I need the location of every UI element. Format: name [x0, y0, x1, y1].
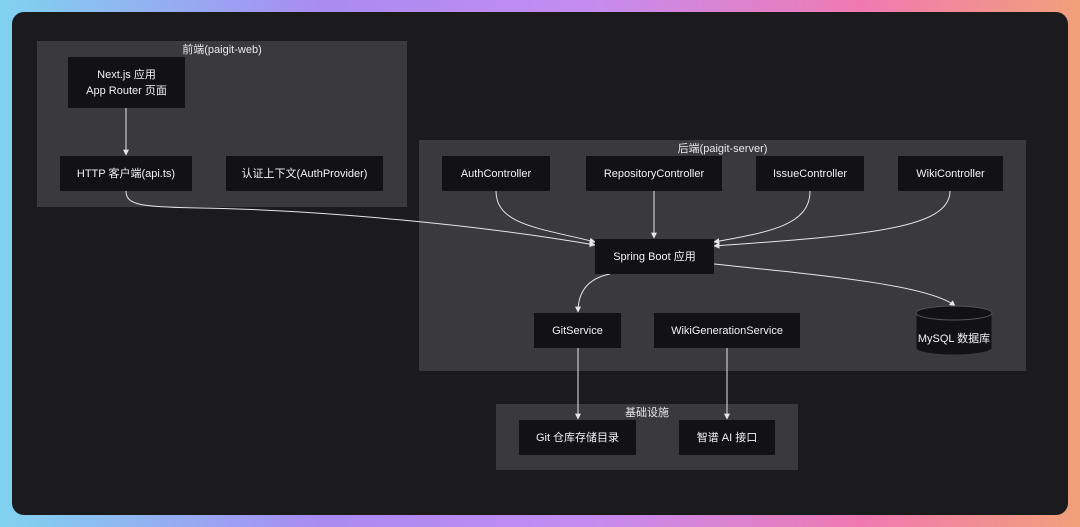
node-zhipu-ai-api: 智谱 AI 接口	[679, 420, 775, 455]
node-wiki-controller: WikiController	[898, 156, 1003, 191]
node-issue-controller: IssueController	[756, 156, 864, 191]
node-spring-boot-app: Spring Boot 应用	[595, 239, 714, 274]
node-nextjs-app: Next.js 应用 App Router 页面	[68, 57, 185, 108]
group-infra-title: 基础设施	[625, 407, 669, 419]
node-http-client: HTTP 客户端(api.ts)	[60, 156, 192, 191]
group-backend-title: 后端(paigit-server)	[677, 143, 768, 155]
group-frontend-title: 前端(paigit-web)	[182, 44, 262, 56]
node-auth-provider: 认证上下文(AuthProvider)	[226, 156, 383, 191]
node-git-service: GitService	[534, 313, 621, 348]
node-auth-controller: AuthController	[442, 156, 550, 191]
node-wiki-generation-service: WikiGenerationService	[654, 313, 800, 348]
node-mysql-database: MySQL 数据库	[917, 333, 991, 345]
node-repository-controller: RepositoryController	[586, 156, 722, 191]
node-git-repo-storage: Git 仓库存储目录	[519, 420, 636, 455]
